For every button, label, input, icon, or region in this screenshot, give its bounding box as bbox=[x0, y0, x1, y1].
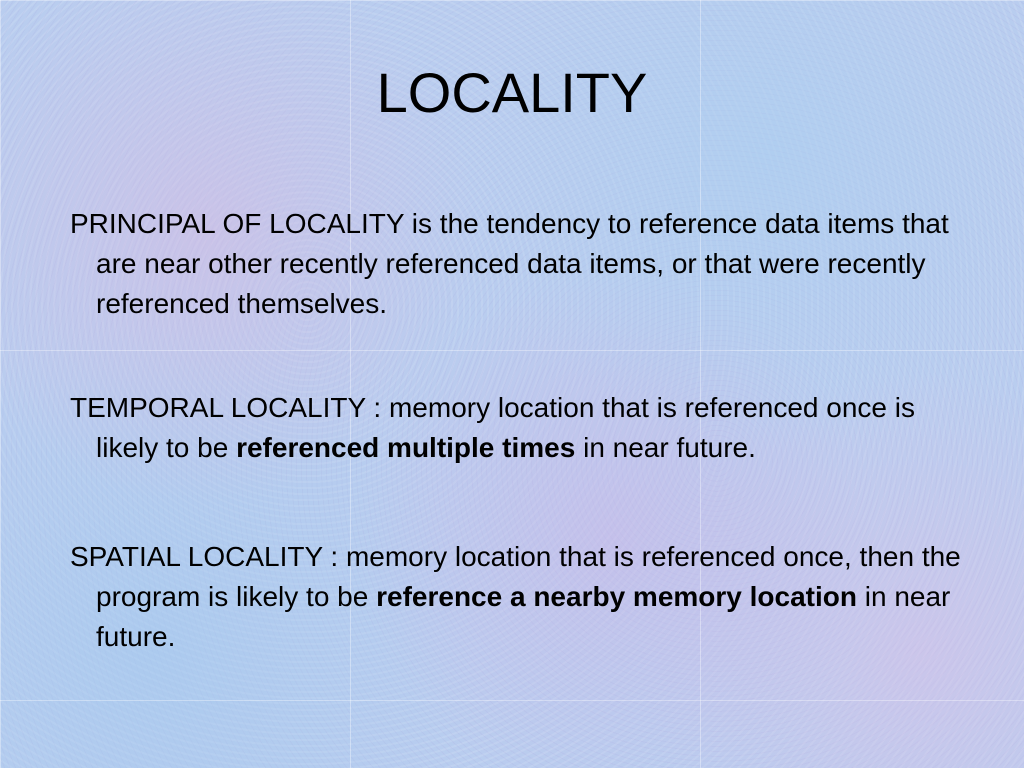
paragraph-emphasis: reference a nearby memory location bbox=[376, 581, 857, 612]
paragraph-text: TEMPORAL LOCALITY : memory location that… bbox=[70, 392, 916, 463]
paragraph-emphasis: referenced multiple times bbox=[236, 432, 576, 463]
slide-body: PRINCIPAL OF LOCALITY is the tendency to… bbox=[70, 204, 980, 677]
paragraph-text: PRINCIPAL OF LOCALITY is the tendency to… bbox=[70, 208, 949, 319]
slide-title: LOCALITY bbox=[376, 61, 648, 124]
paragraph-principal-of-locality: PRINCIPAL OF LOCALITY is the tendency to… bbox=[70, 204, 980, 324]
paragraph-text-tail: in near future. bbox=[575, 432, 756, 463]
paragraph-text-tail: in near future. bbox=[96, 581, 951, 652]
paragraph-spatial-locality: SPATIAL LOCALITY : memory location that … bbox=[70, 537, 980, 657]
paragraph-text: SPATIAL LOCALITY : memory location that … bbox=[70, 541, 961, 612]
paragraph-temporal-locality: TEMPORAL LOCALITY : memory location that… bbox=[70, 388, 980, 468]
